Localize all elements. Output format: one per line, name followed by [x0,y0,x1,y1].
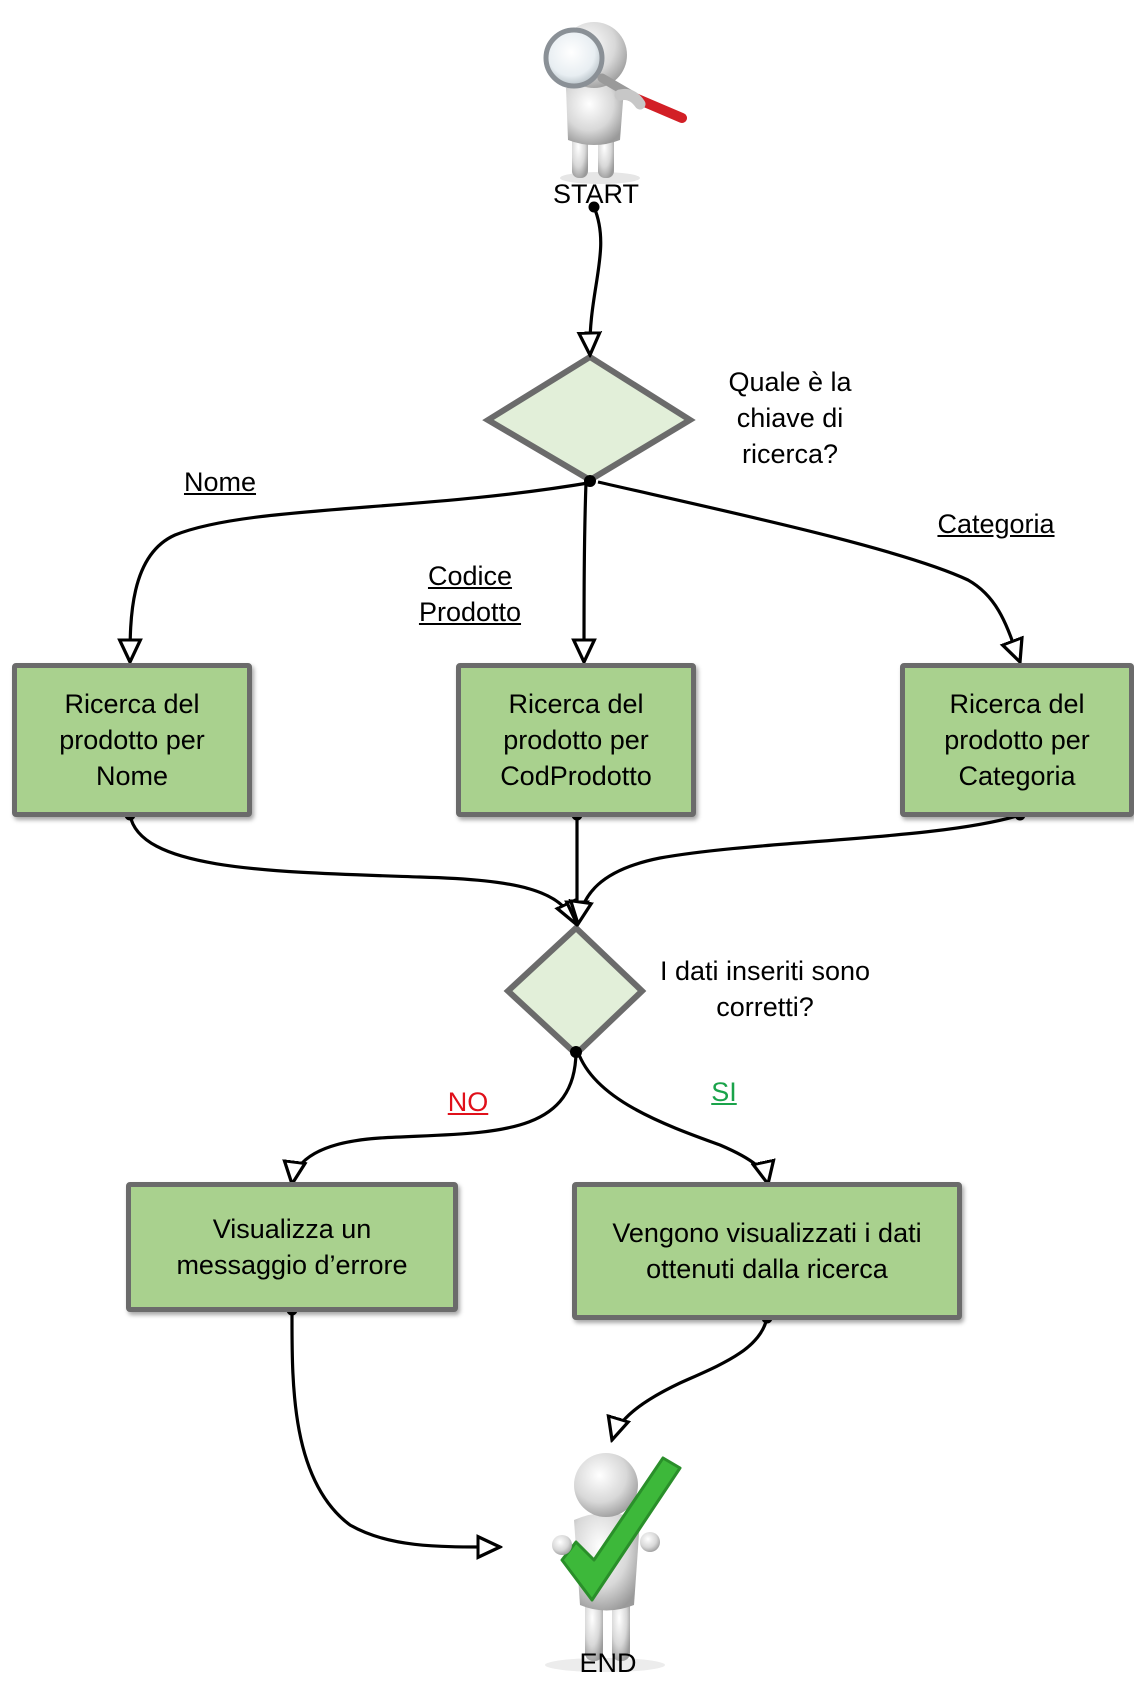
branch-label-nome: Nome [183,467,257,497]
connector-nome-decision2 [128,814,576,924]
box-messaggio-errore: Visualizza un messaggio d’errore [126,1182,458,1312]
connector-start-decision1 [590,206,603,355]
branch-label-si: SI [711,1077,737,1107]
box-messaggio-errore-text: Visualizza un messaggio d’errore [176,1214,408,1280]
decision1-question: Quale è la chiave di ricerca? [728,367,852,469]
box-dati-visualizzati-text: Vengono visualizzati i dati ottenuti dal… [612,1218,922,1284]
decision-diamond-2 [503,923,647,1059]
box-dati-visualizzati: Vengono visualizzati i dati ottenuti dal… [572,1182,962,1320]
connector-categoria [597,480,1020,662]
box-ricerca-codice-text: Ricerca del prodotto per CodProdotto [500,689,652,791]
connector-codice [584,481,586,662]
person-with-checkmark-icon [545,1453,682,1672]
box-ricerca-nome-text: Ricerca del prodotto per Nome [59,689,205,791]
connector-si [576,1051,768,1184]
person-with-magnifier-icon [543,22,687,184]
decision-diamond-1 [482,353,696,484]
branch-label-categoria: Categoria [937,509,1055,539]
decision2-question: I dati inseriti sono corretti? [659,956,871,1022]
branch-label-no: NO [447,1087,489,1117]
end-label: END [579,1648,637,1678]
connector-nome [130,480,595,662]
box-ricerca-codice: Ricerca del prodotto per CodProdotto [456,663,696,817]
connector-errore-end [290,1309,500,1547]
box-ricerca-categoria-text: Ricerca del prodotto per Categoria [944,689,1090,791]
connector-categoria-decision2 [578,813,1021,924]
box-ricerca-nome: Ricerca del prodotto per Nome [12,663,252,817]
start-label: START [552,179,639,209]
connector-risultati-end [612,1317,769,1440]
branch-label-codice: Codice Prodotto [418,561,522,627]
connector-no [292,1051,578,1184]
box-ricerca-categoria: Ricerca del prodotto per Categoria [900,663,1134,817]
